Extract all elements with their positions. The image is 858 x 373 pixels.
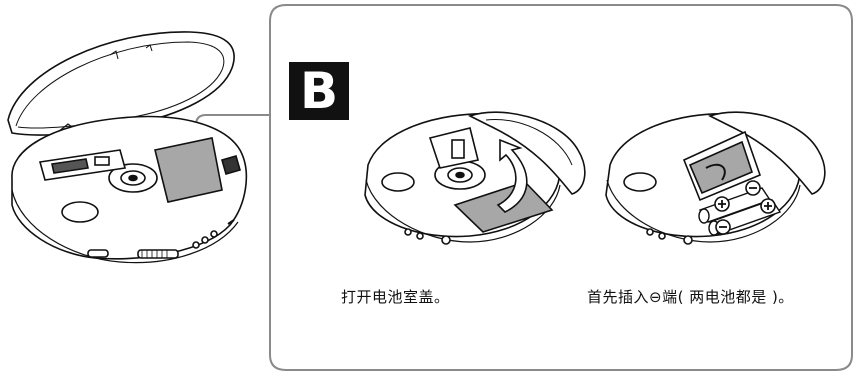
battery-minus-icon: [715, 180, 761, 235]
battery-plus-icon: [714, 196, 776, 214]
cd-player-open-lid: [7, 31, 248, 264]
arrow-curved-icon: [496, 138, 528, 213]
battery-door: [154, 137, 223, 203]
player-open-door-illustration: [364, 111, 586, 245]
panel-frame: [269, 4, 853, 371]
caption-open-battery-door: 打开电池室盖。: [341, 288, 450, 306]
player-battery-insert-illustration: [605, 111, 826, 245]
step-badge: B: [289, 62, 349, 120]
caption-insert-batteries: 首先插入⊖端( 两电池都是 )。: [587, 288, 794, 306]
